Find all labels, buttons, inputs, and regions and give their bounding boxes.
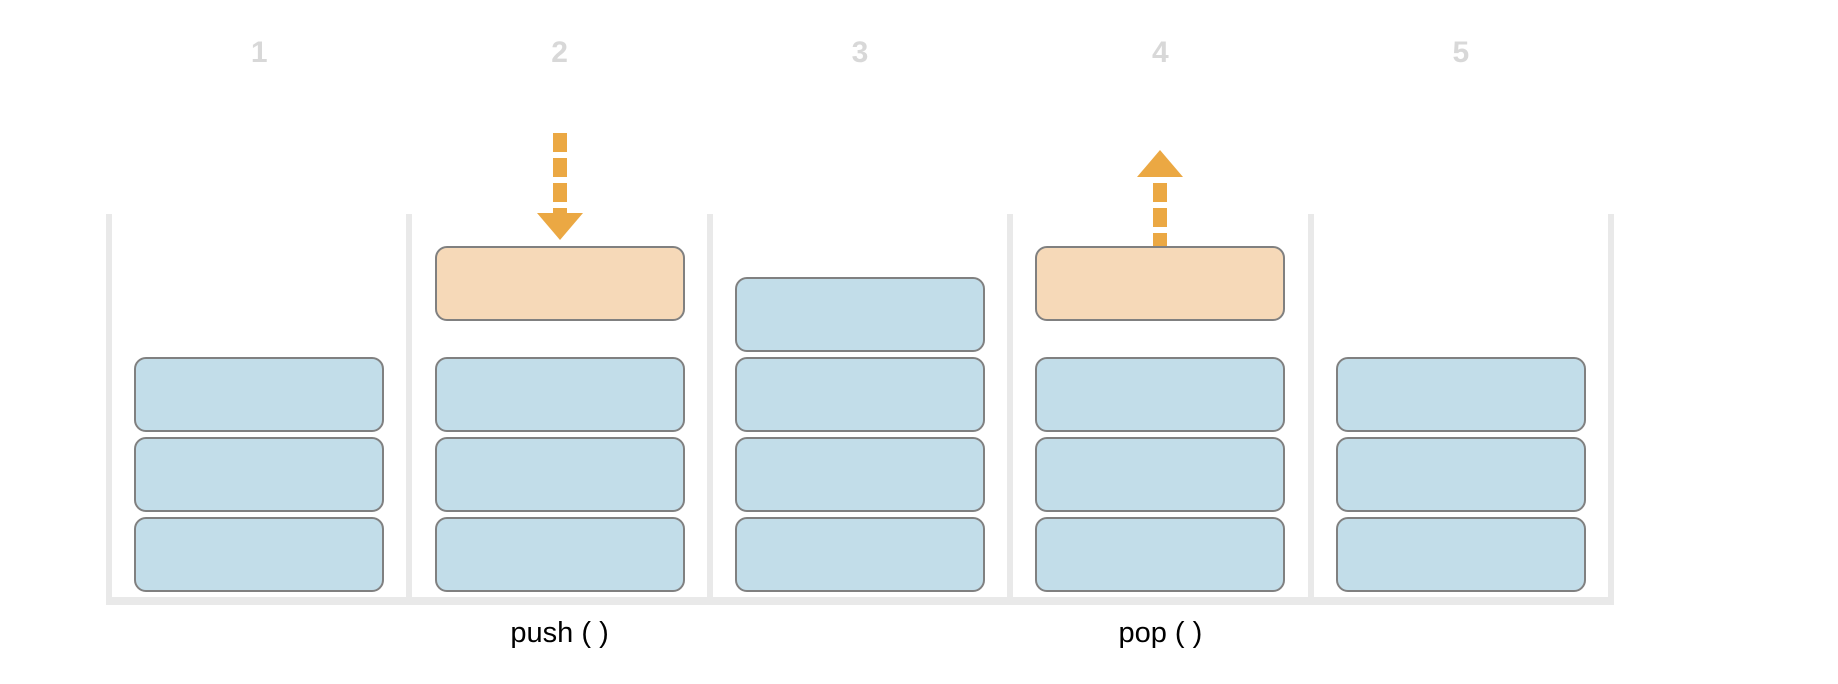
column-number: 2 <box>551 36 568 69</box>
container-wall <box>106 214 112 597</box>
column-number: 3 <box>851 36 869 69</box>
dashed-arrow-up-icon <box>1137 150 1184 246</box>
stack-block <box>134 437 385 512</box>
container-wall <box>1608 214 1614 597</box>
container-wall <box>706 214 713 597</box>
floating-block-pop <box>1035 246 1286 321</box>
stack-block <box>134 517 385 592</box>
stack-block <box>434 517 685 592</box>
column-number: 1 <box>250 36 268 69</box>
column-number: 4 <box>1152 36 1169 69</box>
stack-block <box>735 277 985 352</box>
container-wall <box>406 214 413 597</box>
stack-block <box>735 357 985 432</box>
stack-block <box>735 517 985 592</box>
stack-block <box>1035 517 1286 592</box>
stack-block <box>134 357 385 432</box>
stack-block <box>434 357 685 432</box>
operation-label: pop ( ) <box>1118 617 1203 649</box>
container-wall <box>1307 214 1314 597</box>
stack-block <box>1335 517 1586 592</box>
stack-block <box>1035 357 1286 432</box>
container-base <box>106 597 1614 605</box>
stack-block <box>1335 437 1586 512</box>
floating-block-push <box>434 246 685 321</box>
stack-block <box>735 437 985 512</box>
stack-block <box>434 437 685 512</box>
dashed-arrow-down-icon <box>536 133 583 240</box>
stack-block <box>1035 437 1286 512</box>
stack-block <box>1335 357 1586 432</box>
operation-label: push ( ) <box>510 617 609 649</box>
column-number: 5 <box>1452 36 1470 69</box>
container-wall <box>1007 214 1014 597</box>
